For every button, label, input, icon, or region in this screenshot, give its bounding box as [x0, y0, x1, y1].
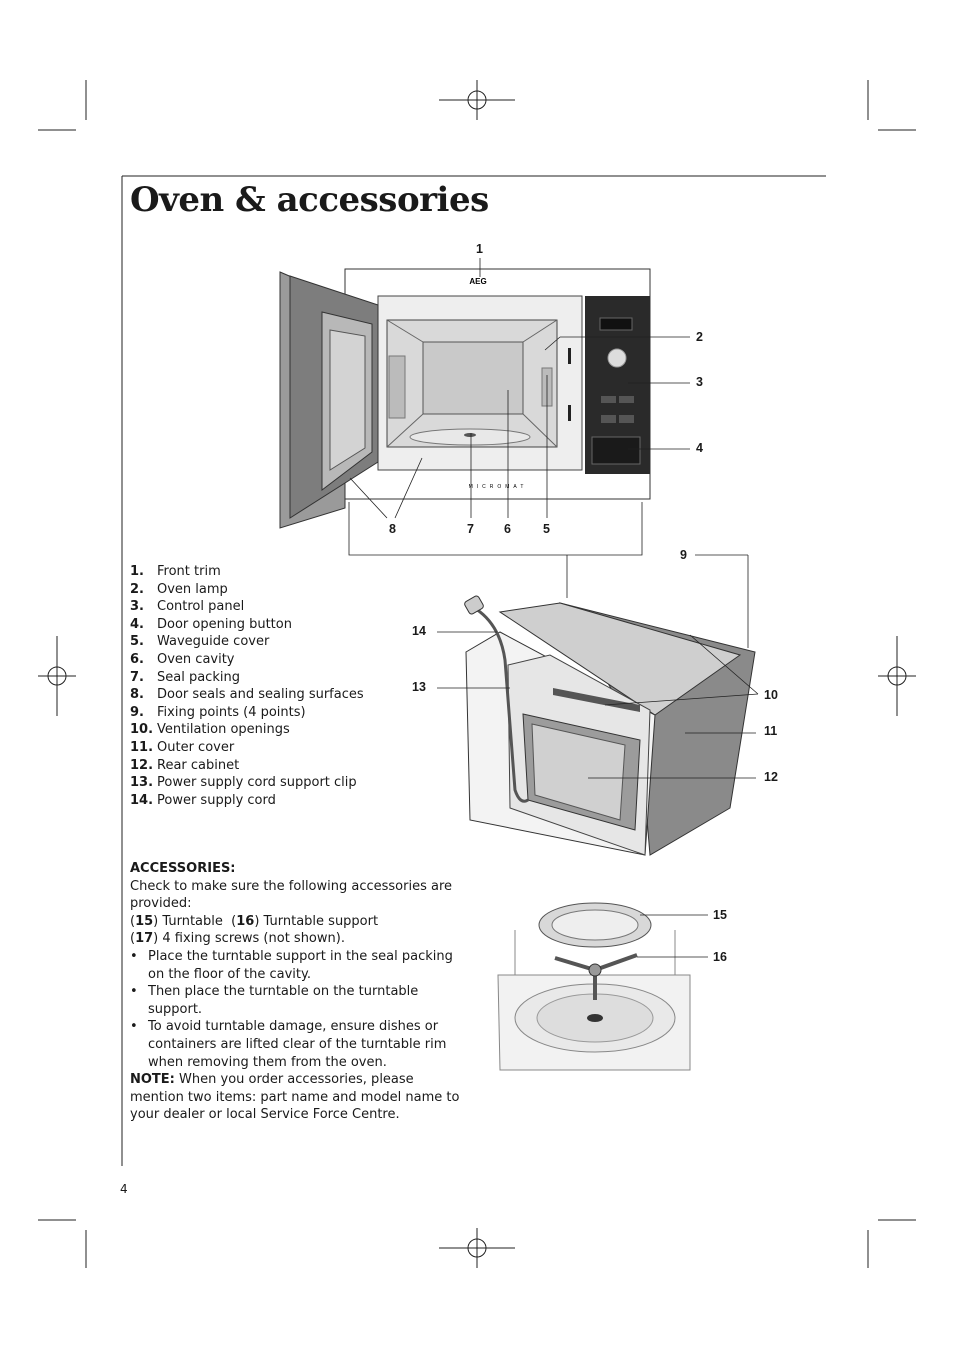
brand-logo: AEG — [469, 277, 486, 286]
callout-1: 1 — [476, 242, 483, 256]
list-item: 8.Door seals and sealing surfaces — [130, 687, 364, 703]
accessories-section: ACCESSORIES: Check to make sure the foll… — [130, 860, 460, 1124]
list-item: •To avoid turntable damage, ensure dishe… — [130, 1019, 447, 1070]
list-item: 10.Ventilation openings — [130, 722, 290, 738]
list-item: •Place the turntable support in the seal… — [130, 948, 453, 982]
rear-cabinet-illustration — [464, 595, 756, 856]
parts-list: 1.Front trim 2.Oven lamp 3.Control panel… — [130, 563, 364, 809]
list-item: 9.Fixing points (4 points) — [130, 704, 306, 720]
list-item: 2.Oven lamp — [130, 581, 228, 597]
turntable-illustration — [497, 902, 691, 1071]
callout-8: 8 — [389, 522, 396, 536]
callout-16: 16 — [713, 950, 727, 964]
callout-2: 2 — [696, 330, 703, 344]
list-item: 5.Waveguide cover — [130, 634, 270, 650]
list-item: 14.Power supply cord — [130, 792, 276, 808]
list-item: 7.Seal packing — [130, 669, 240, 685]
oven-front-illustration — [279, 268, 651, 529]
callout-4: 4 — [696, 441, 703, 455]
list-item: 1.Front trim — [130, 564, 221, 579]
callout-14: 14 — [412, 624, 426, 638]
list-item: 6.Oven cavity — [130, 651, 235, 667]
page-title: Oven & accessories — [130, 180, 489, 220]
callout-11: 11 — [764, 724, 777, 738]
callout-5: 5 — [543, 522, 550, 536]
page-number: 4 — [120, 1182, 128, 1196]
callout-6: 6 — [504, 522, 511, 536]
list-item: 3.Control panel — [130, 599, 245, 615]
callout-13: 13 — [412, 680, 426, 694]
callout-12: 12 — [764, 770, 778, 784]
list-item: •Then place the turntable on the turntab… — [130, 984, 419, 1017]
callout-15: 15 — [713, 908, 727, 922]
callout-7: 7 — [467, 522, 474, 536]
accessory-items: (15) Turntable (16) Turntable support — [130, 913, 379, 929]
accessories-intro: Check to make sure the following accesso… — [130, 878, 453, 912]
callout-10: 10 — [764, 688, 778, 702]
list-item: 12.Rear cabinet — [130, 757, 240, 773]
accessory-item-screws: (17) 4 fixing screws (not shown). — [130, 931, 345, 947]
note: NOTE: When you order accessories, please… — [130, 1072, 460, 1123]
accessories-heading: ACCESSORIES: — [130, 861, 236, 876]
model-label: MICROMAT — [469, 484, 528, 490]
list-item: 13.Power supply cord support clip — [130, 775, 357, 791]
list-item: 11.Outer cover — [130, 739, 235, 755]
callout-3: 3 — [696, 375, 703, 389]
list-item: 4.Door opening button — [130, 616, 292, 632]
callout-9: 9 — [680, 548, 687, 562]
